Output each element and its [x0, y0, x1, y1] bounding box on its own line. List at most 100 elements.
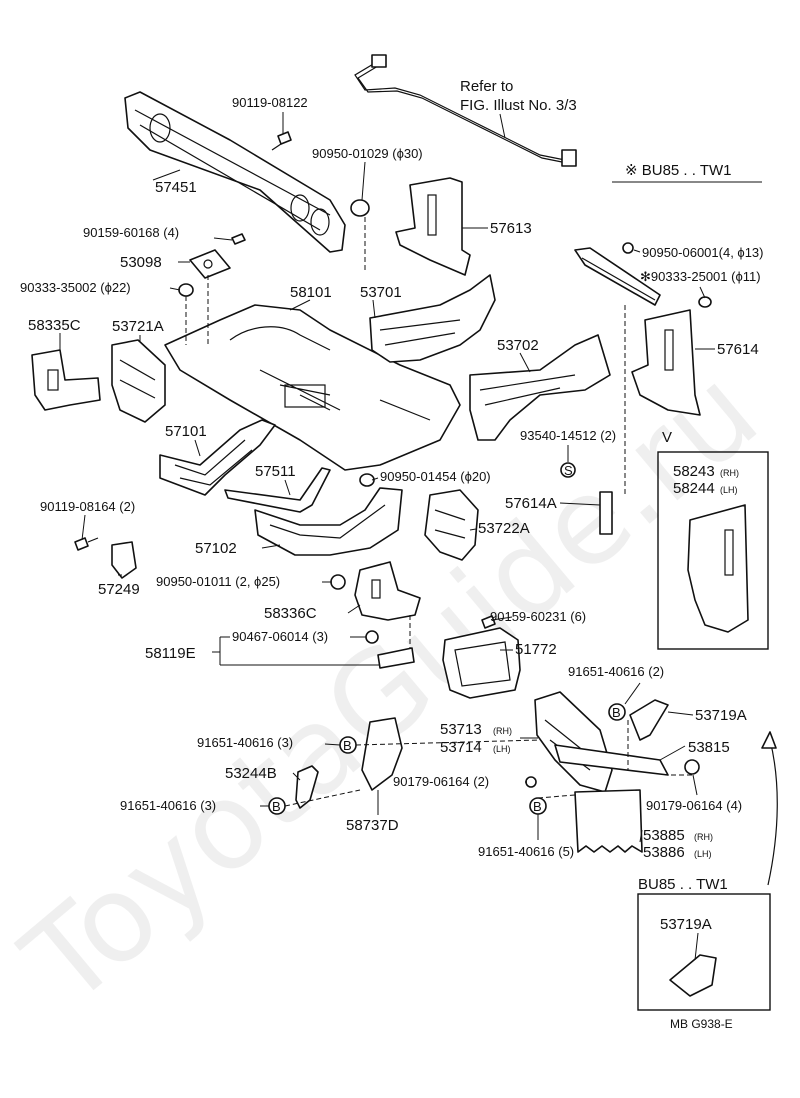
- part-58336C: [354, 561, 421, 621]
- label-58244-side: (LH): [720, 485, 738, 495]
- nut-b-4: B: [529, 797, 547, 815]
- label-58119E: 58119E: [145, 645, 196, 662]
- label-90333-25001: ✻90333-25001 (ϕ11): [640, 269, 761, 284]
- plug-90950-01011: [330, 574, 346, 590]
- callout-letter-b: B: [343, 738, 352, 753]
- label-91651-40616-2: 91651-40616 (2): [568, 664, 664, 679]
- part-58119E: [377, 647, 415, 669]
- nut-90179-06164-2: [525, 776, 537, 788]
- label-90159-60231: 90159-60231 (6): [490, 609, 586, 624]
- label-57102: 57102: [195, 540, 237, 557]
- clip-93540-14512: S: [560, 462, 576, 478]
- label-90950-01454: 90950-01454 (ϕ20): [380, 469, 491, 484]
- part-53722A: [424, 489, 479, 561]
- label-53721A: 53721A: [112, 318, 164, 335]
- label-91651-40616-5: 91651-40616 (5): [478, 844, 574, 859]
- part-53885-53886: [574, 789, 643, 853]
- label-57613: 57613: [490, 220, 532, 237]
- label-53722A: 53722A: [478, 520, 530, 537]
- clip-90467-06014: [365, 630, 379, 644]
- label-53701: 53701: [360, 284, 402, 301]
- label-58335C: 58335C: [28, 317, 81, 334]
- plug-90950-01454: [359, 473, 375, 487]
- inset-marker-v: V: [662, 429, 672, 446]
- label-53885: 53885: [643, 827, 685, 844]
- label-58244: 58244: [673, 480, 715, 497]
- part-57249: [111, 541, 137, 579]
- label-53098: 53098: [120, 254, 162, 271]
- part-51772: [442, 627, 521, 699]
- label-57614A: 57614A: [505, 495, 557, 512]
- grommet-90950-01029: [350, 199, 370, 217]
- refer-note-line2: FIG. Illust No. 3/3: [460, 97, 577, 114]
- label-53244B: 53244B: [225, 765, 277, 782]
- label-91651-40616-3b: 91651-40616 (3): [120, 798, 216, 813]
- label-58243: 58243: [673, 463, 715, 480]
- part-53702: [469, 334, 611, 441]
- variant-label-top: ※ BU85 . . TW1: [625, 162, 732, 179]
- label-53719A-inset: 53719A: [660, 916, 712, 933]
- plug-90333-35002: [178, 283, 194, 297]
- label-53815: 53815: [688, 739, 730, 756]
- part-58101-floor-pan: [164, 304, 461, 471]
- label-58243-side: (RH): [720, 468, 739, 478]
- label-57101: 57101: [165, 423, 207, 440]
- part-57451-crossmember: [124, 91, 346, 253]
- inset-arrowhead: [761, 731, 777, 749]
- assembly-dashed-lines: [185, 215, 692, 807]
- label-90119-08122: 90119-08122: [232, 95, 308, 110]
- label-90467-06014: 90467-06014 (3): [232, 629, 328, 644]
- callout-letter-s: S: [564, 463, 573, 478]
- plug-90333-25001: [698, 296, 712, 308]
- part-53098: [189, 233, 246, 279]
- label-90950-06001: 90950-06001(4, ϕ13): [642, 245, 763, 260]
- label-58737D: 58737D: [346, 817, 399, 834]
- label-90159-60168: 90159-60168 (4): [83, 225, 179, 240]
- refer-note-line1: Refer to: [460, 78, 513, 95]
- callout-letter-b: B: [533, 799, 542, 814]
- screw-90159-60231: [481, 615, 496, 629]
- label-90950-01029: 90950-01029 (ϕ30): [312, 146, 423, 161]
- label-53885-side: (RH): [694, 832, 713, 842]
- nut-b-3: B: [608, 703, 626, 721]
- label-57614: 57614: [717, 341, 759, 358]
- part-58737D: [361, 717, 403, 791]
- variant-label-bottom: BU85 . . TW1: [638, 876, 728, 893]
- part-57101: [159, 419, 276, 496]
- part-58335C: [31, 349, 101, 411]
- label-53719A: 53719A: [695, 707, 747, 724]
- part-rear-rail: [574, 247, 661, 306]
- figure-code: MB G938-E: [670, 1017, 733, 1031]
- label-51772: 51772: [515, 641, 557, 658]
- part-53713-53714: [534, 691, 613, 793]
- part-53244B: [295, 765, 319, 809]
- part-57102: [254, 487, 403, 556]
- part-brake-pipe: [354, 54, 577, 167]
- label-53886: 53886: [643, 844, 685, 861]
- part-57511: [224, 467, 331, 513]
- label-53702: 53702: [497, 337, 539, 354]
- plug-90950-06001: [622, 242, 634, 254]
- label-90119-08164: 90119-08164 (2): [40, 499, 135, 514]
- label-90179-06164-4: 90179-06164 (4): [646, 798, 742, 813]
- bolt-90119-08122: [271, 131, 292, 151]
- callout-letter-b: B: [612, 705, 621, 720]
- label-58336C: 58336C: [264, 605, 317, 622]
- label-53713: 53713: [440, 721, 482, 738]
- bolt-90119-08164: [74, 537, 99, 551]
- label-58101: 58101: [290, 284, 332, 301]
- nut-b-1: B: [339, 736, 357, 754]
- part-57613: [395, 177, 471, 276]
- nut-b-2: B: [268, 797, 286, 815]
- part-53721A: [111, 339, 166, 423]
- part-53719A: [629, 699, 669, 741]
- label-53714: 53714: [440, 739, 482, 756]
- callout-letter-b: B: [272, 799, 281, 814]
- label-57451: 57451: [155, 179, 197, 196]
- inset-arrow: [767, 739, 778, 886]
- label-53714-side: (LH): [493, 744, 511, 754]
- label-53886-side: (LH): [694, 849, 712, 859]
- nut-90179-06164-4: [684, 759, 700, 775]
